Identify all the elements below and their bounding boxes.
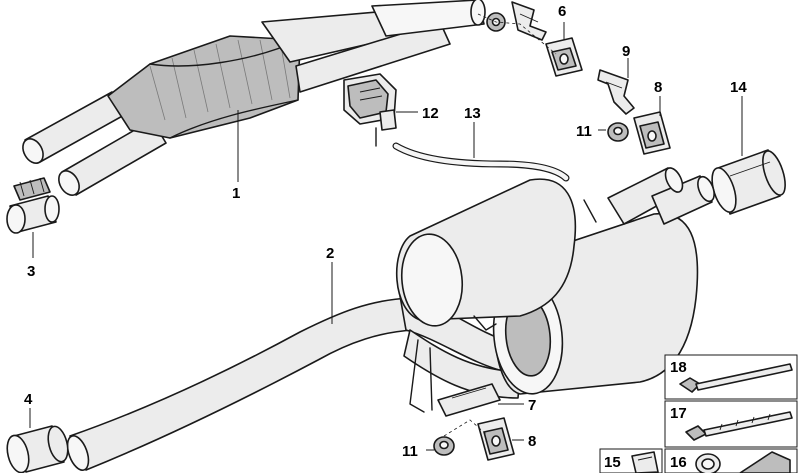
callout-1: 1 — [232, 185, 240, 202]
part-14-tailpipe-tip[interactable] — [707, 148, 789, 215]
part-1-catalytic-converter-pipe[interactable] — [19, 0, 486, 199]
callout-17: 17 — [670, 405, 687, 422]
callout-11-bottom: 11 — [402, 443, 418, 460]
inset-part-16-clamp-clip[interactable]: 16 — [664, 448, 798, 473]
part-8-rubber-mount-bottom[interactable] — [477, 417, 515, 461]
part-7-bracket-plate[interactable] — [437, 383, 501, 417]
callout-13: 13 — [464, 105, 481, 122]
part-4-clamp-sleeve[interactable] — [4, 424, 71, 473]
callout-8-bottom: 8 — [528, 433, 536, 450]
callout-18: 18 — [670, 359, 687, 376]
callout-4: 4 — [24, 391, 33, 408]
callout-15: 15 — [604, 454, 621, 471]
part-13-vacuum-hose[interactable] — [392, 142, 570, 182]
callout-2: 2 — [326, 245, 334, 262]
callout-12: 12 — [422, 105, 439, 122]
part-12-actuator-valve[interactable] — [343, 73, 397, 147]
part-6-rubber-mount[interactable] — [545, 37, 583, 77]
inset-part-17-cable-strap[interactable]: 17 — [664, 400, 798, 448]
callout-14: 14 — [730, 79, 747, 96]
mounting-bracket-top[interactable] — [511, 1, 547, 41]
callout-11-top: 11 — [576, 123, 592, 140]
callout-3: 3 — [27, 263, 35, 280]
part-3-pipe-clamp[interactable] — [6, 177, 60, 234]
part-8-rubber-mount-top[interactable] — [633, 111, 671, 155]
callout-7: 7 — [528, 397, 536, 414]
part-2-rear-muffler-assembly[interactable] — [63, 165, 717, 473]
callout-9: 9 — [622, 43, 630, 60]
part-9-hanger-bracket[interactable] — [597, 69, 635, 115]
inset-part-18-cable-tie[interactable]: 18 — [664, 354, 798, 400]
inset-part-15-clip[interactable]: 15 — [599, 448, 663, 473]
part-11-grommet-bottom[interactable] — [433, 436, 455, 456]
part-11-grommet-top[interactable] — [607, 122, 629, 142]
callout-8-top: 8 — [654, 79, 662, 96]
callout-16: 16 — [670, 454, 687, 471]
callout-6: 6 — [558, 3, 566, 20]
